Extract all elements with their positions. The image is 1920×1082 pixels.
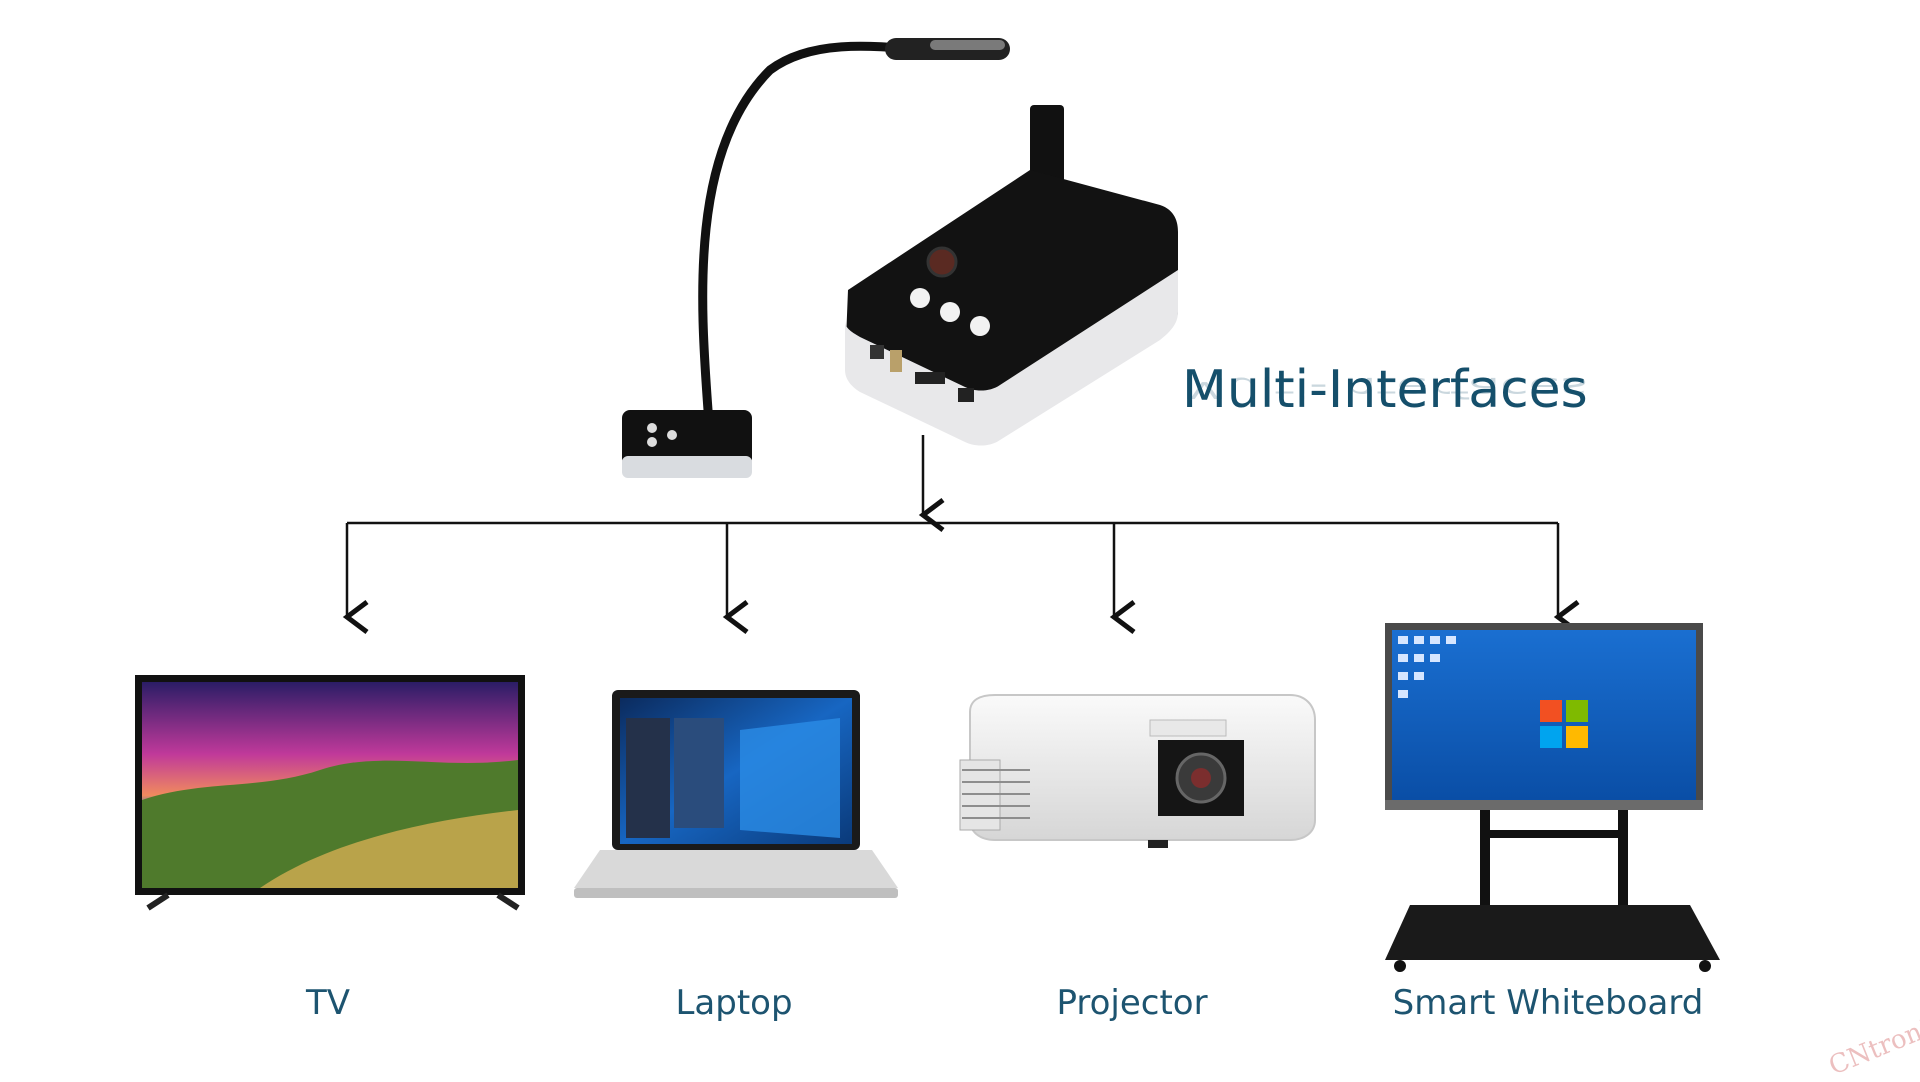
label-laptop: Laptop bbox=[675, 983, 793, 1023]
headline-reflection: Multi-Interfaces bbox=[1182, 371, 1588, 404]
document-camera-icon bbox=[622, 38, 1178, 478]
label-tv: TV bbox=[305, 983, 351, 1023]
label-smart-whiteboard: Smart Whiteboard bbox=[1392, 983, 1704, 1023]
label-projector: Projector bbox=[1056, 983, 1208, 1023]
connector-lines bbox=[342, 435, 1580, 634]
projector-icon bbox=[959, 694, 1316, 848]
laptop-icon bbox=[574, 690, 898, 898]
smart-whiteboard-icon bbox=[1385, 623, 1720, 972]
headline: Multi-Interfaces bbox=[1182, 360, 1588, 420]
tv-icon bbox=[135, 675, 525, 911]
